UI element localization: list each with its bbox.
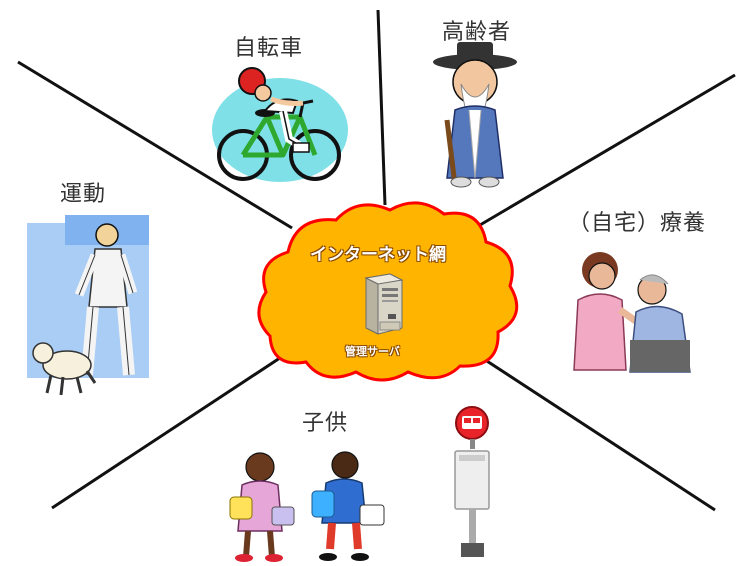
server-icon: [364, 273, 404, 335]
divider-line-top: [376, 9, 387, 206]
label-bicycle: 自転車: [234, 36, 304, 61]
network-label: インターネット網: [310, 245, 446, 265]
divider-line-lower-right: [469, 348, 716, 512]
server-label: 管理サーバ: [345, 345, 400, 358]
children-illustration: [229, 451, 385, 562]
nurse-and-patient-illustration: [573, 252, 691, 373]
cyclist-illustration: [212, 67, 348, 182]
runner-with-dog-illustration: [27, 215, 149, 396]
divider-line-lower-left: [51, 348, 293, 510]
divider-line-upper-left: [17, 60, 293, 230]
label-home-care: （自宅）療養: [568, 211, 707, 236]
label-elderly: 高齢者: [442, 20, 512, 45]
label-children: 子供: [302, 411, 349, 436]
bus-stop-illustration: [454, 406, 490, 557]
divider-line-upper-right: [479, 73, 736, 227]
elderly-man-illustration: [433, 42, 517, 188]
label-exercise: 運動: [60, 182, 107, 207]
